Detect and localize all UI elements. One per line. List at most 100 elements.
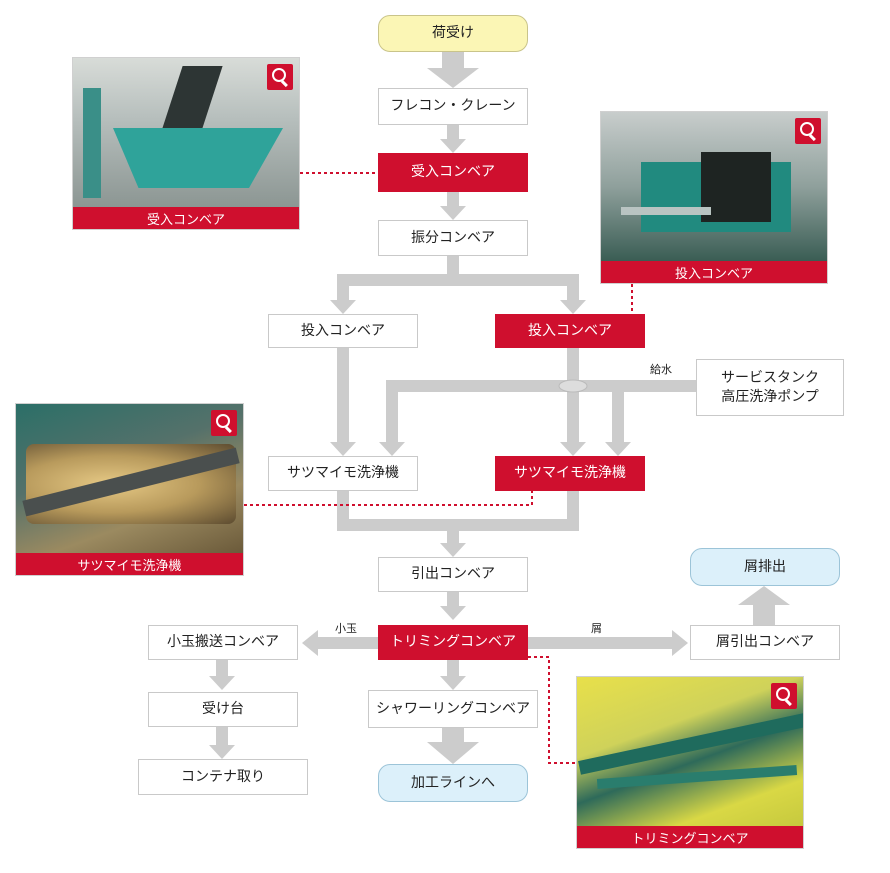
arrow-shaft [447, 592, 459, 606]
node-label: 屑排出 [744, 558, 786, 575]
photo-image [577, 677, 803, 826]
node-kuzu-haishutsu: 屑排出 [690, 548, 840, 586]
photo-caption: 投入コンベア [601, 261, 827, 283]
photo-image [601, 112, 827, 261]
node-label: 受入コンベア [411, 164, 495, 181]
arrow-head [560, 300, 586, 314]
node-label: 小玉搬送コンベア [167, 634, 279, 651]
node-ukedai: 受け台 [148, 692, 298, 727]
photo-shape [621, 207, 711, 215]
node-shower-conveyor: シャワーリングコンベア [368, 690, 538, 728]
node-service-tank: サービスタンク 高圧洗浄ポンプ [696, 359, 844, 416]
arrow-head [605, 442, 631, 456]
node-kodama-conveyor: 小玉搬送コンベア [148, 625, 298, 660]
arrow-head [427, 68, 479, 88]
leader-trimming [528, 656, 576, 764]
photo-washer[interactable]: サツマイモ洗浄機 [15, 403, 244, 576]
arrow-head [440, 139, 466, 153]
photo-caption: サツマイモ洗浄機 [16, 553, 243, 575]
node-kuzu-hikidashi: 屑引出コンベア [690, 625, 840, 660]
arrow-head [560, 442, 586, 456]
arrow-head [379, 442, 405, 456]
label-kodama: 小玉 [335, 622, 357, 635]
arrow-head [440, 676, 466, 690]
arrow-shaft [528, 637, 672, 649]
arrow-shaft [318, 637, 380, 649]
node-label: コンテナ取り [181, 768, 265, 785]
node-nigake: 荷受け [378, 15, 528, 52]
arrow-head [330, 300, 356, 314]
node-washer-left: サツマイモ洗浄機 [268, 456, 418, 491]
label-kuzu: 屑 [591, 622, 602, 635]
arrow-head [302, 630, 318, 656]
node-label: 投入コンベア [528, 322, 612, 339]
arrow-head [440, 543, 466, 557]
arrow-head [209, 676, 235, 690]
arrow-shaft [447, 519, 459, 543]
arrow-head [738, 586, 790, 605]
leader-washer [244, 491, 533, 506]
water-line [386, 380, 696, 392]
photo-caption: トリミングコンベア [577, 826, 803, 848]
branch-bar [337, 274, 579, 286]
node-shinbun-conveyor: 振分コンベア [378, 220, 528, 256]
arrow-shaft [216, 660, 228, 676]
arrow-shaft [447, 660, 459, 676]
node-hikidashi-conveyor: 引出コンベア [378, 557, 528, 592]
zoom-icon[interactable] [795, 118, 821, 144]
arrow-shaft [753, 605, 775, 625]
arrow-head [440, 206, 466, 220]
arrow-head [427, 742, 479, 764]
water-left-shaft [386, 380, 398, 442]
node-label: トリミングコンベア [390, 634, 516, 651]
node-kako-line: 加工ラインへ [378, 764, 528, 802]
node-label: 荷受け [432, 25, 474, 42]
node-label: サービスタンク 高圧洗浄ポンプ [721, 369, 819, 405]
photo-shape [596, 765, 798, 789]
photo-image [73, 58, 299, 207]
water-right-shaft [612, 380, 624, 442]
arrow-head [209, 745, 235, 759]
photo-shape [701, 152, 771, 222]
node-label: 屑引出コンベア [716, 634, 814, 651]
arrow-shaft [447, 192, 459, 206]
zoom-icon[interactable] [771, 683, 797, 709]
node-ukeire-conveyor: 受入コンベア [378, 153, 528, 192]
photo-shape [83, 88, 101, 198]
arrow-shaft [442, 52, 464, 68]
node-label: 振分コンベア [411, 229, 495, 246]
photo-ukeire-conveyor[interactable]: 受入コンベア [72, 57, 300, 230]
node-label: サツマイモ洗浄機 [514, 465, 626, 482]
photo-shape [113, 128, 283, 188]
node-label: サツマイモ洗浄機 [287, 465, 399, 482]
arrow-head [330, 442, 356, 456]
node-frecon-crane: フレコン・クレーン [378, 88, 528, 125]
crossing-bump [558, 379, 588, 393]
node-trimming-conveyor: トリミングコンベア [378, 625, 528, 660]
node-label: 加工ラインへ [411, 774, 495, 791]
photo-shape [578, 713, 803, 775]
arrow-shaft [216, 727, 228, 745]
photo-caption: 受入コンベア [73, 207, 299, 229]
node-tonyu-conveyor-left: 投入コンベア [268, 314, 418, 348]
node-container: コンテナ取り [138, 759, 308, 795]
photo-tonyu-conveyor[interactable]: 投入コンベア [600, 111, 828, 284]
node-washer-right: サツマイモ洗浄機 [495, 456, 645, 491]
photo-trimming-conveyor[interactable]: トリミングコンベア [576, 676, 804, 849]
zoom-icon[interactable] [267, 64, 293, 90]
node-label: シャワーリングコンベア [376, 700, 530, 717]
zoom-icon[interactable] [211, 410, 237, 436]
node-label: 投入コンベア [301, 322, 385, 339]
arrow-head [672, 630, 688, 656]
arrow-shaft [447, 125, 459, 139]
node-label: 受け台 [202, 701, 244, 718]
photo-image [16, 404, 243, 553]
arrow-shaft [337, 348, 349, 442]
label-kyusui: 給水 [650, 363, 672, 376]
arrow-head [440, 606, 466, 620]
node-label: 引出コンベア [411, 566, 495, 583]
node-label: フレコン・クレーン [390, 98, 516, 115]
arrow-shaft [567, 348, 579, 442]
branch-left-shaft [337, 274, 349, 300]
